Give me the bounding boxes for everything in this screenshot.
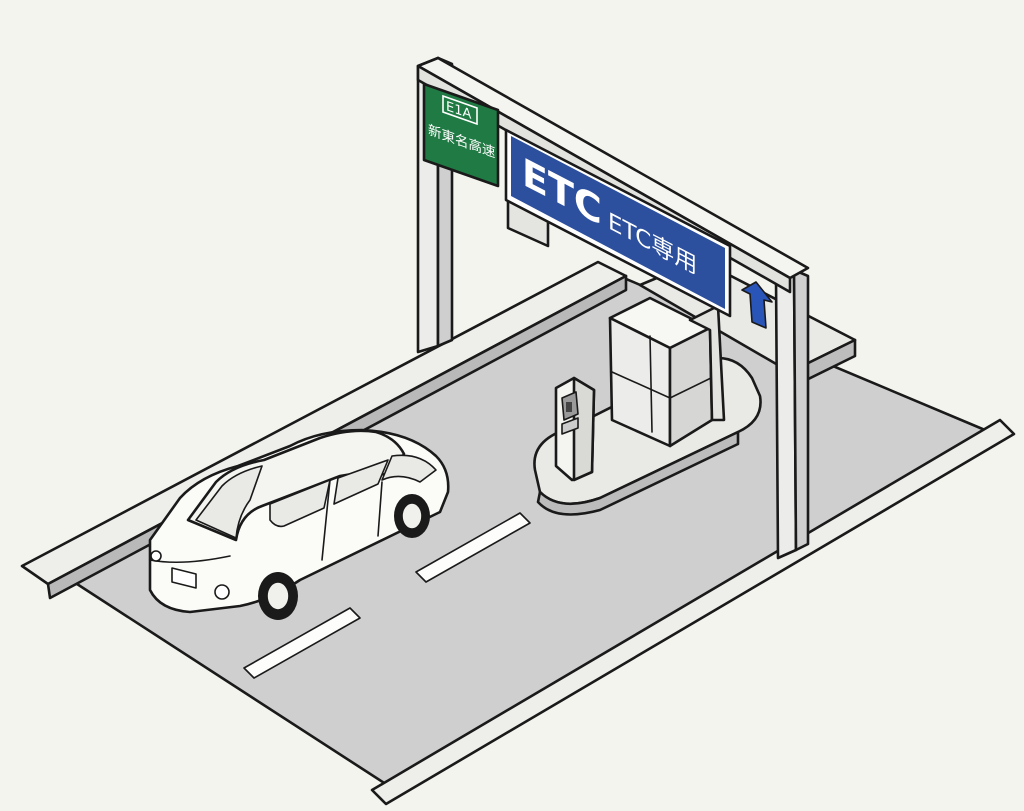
rear-light-left — [150, 550, 162, 562]
car-wheel-front — [394, 494, 430, 538]
car-wheel-rear — [258, 572, 298, 620]
car-rear-window — [195, 465, 263, 539]
license-plate — [171, 567, 197, 589]
car-side-window-front — [333, 459, 389, 505]
gantry-right-post — [774, 268, 810, 560]
etc-reader-post — [554, 376, 596, 482]
route-sign: E1A 新東名高速 — [422, 82, 500, 188]
booth-island-edge — [536, 430, 740, 516]
car — [148, 428, 450, 620]
car-side-window-rear — [269, 479, 331, 528]
toll-booth-cabinet — [608, 296, 726, 448]
lane-marking-near — [243, 607, 361, 679]
lane-marking-mid — [415, 512, 531, 583]
arrow-up-icon — [741, 281, 773, 329]
car-windshield — [381, 454, 437, 483]
rear-light-right — [214, 584, 230, 600]
